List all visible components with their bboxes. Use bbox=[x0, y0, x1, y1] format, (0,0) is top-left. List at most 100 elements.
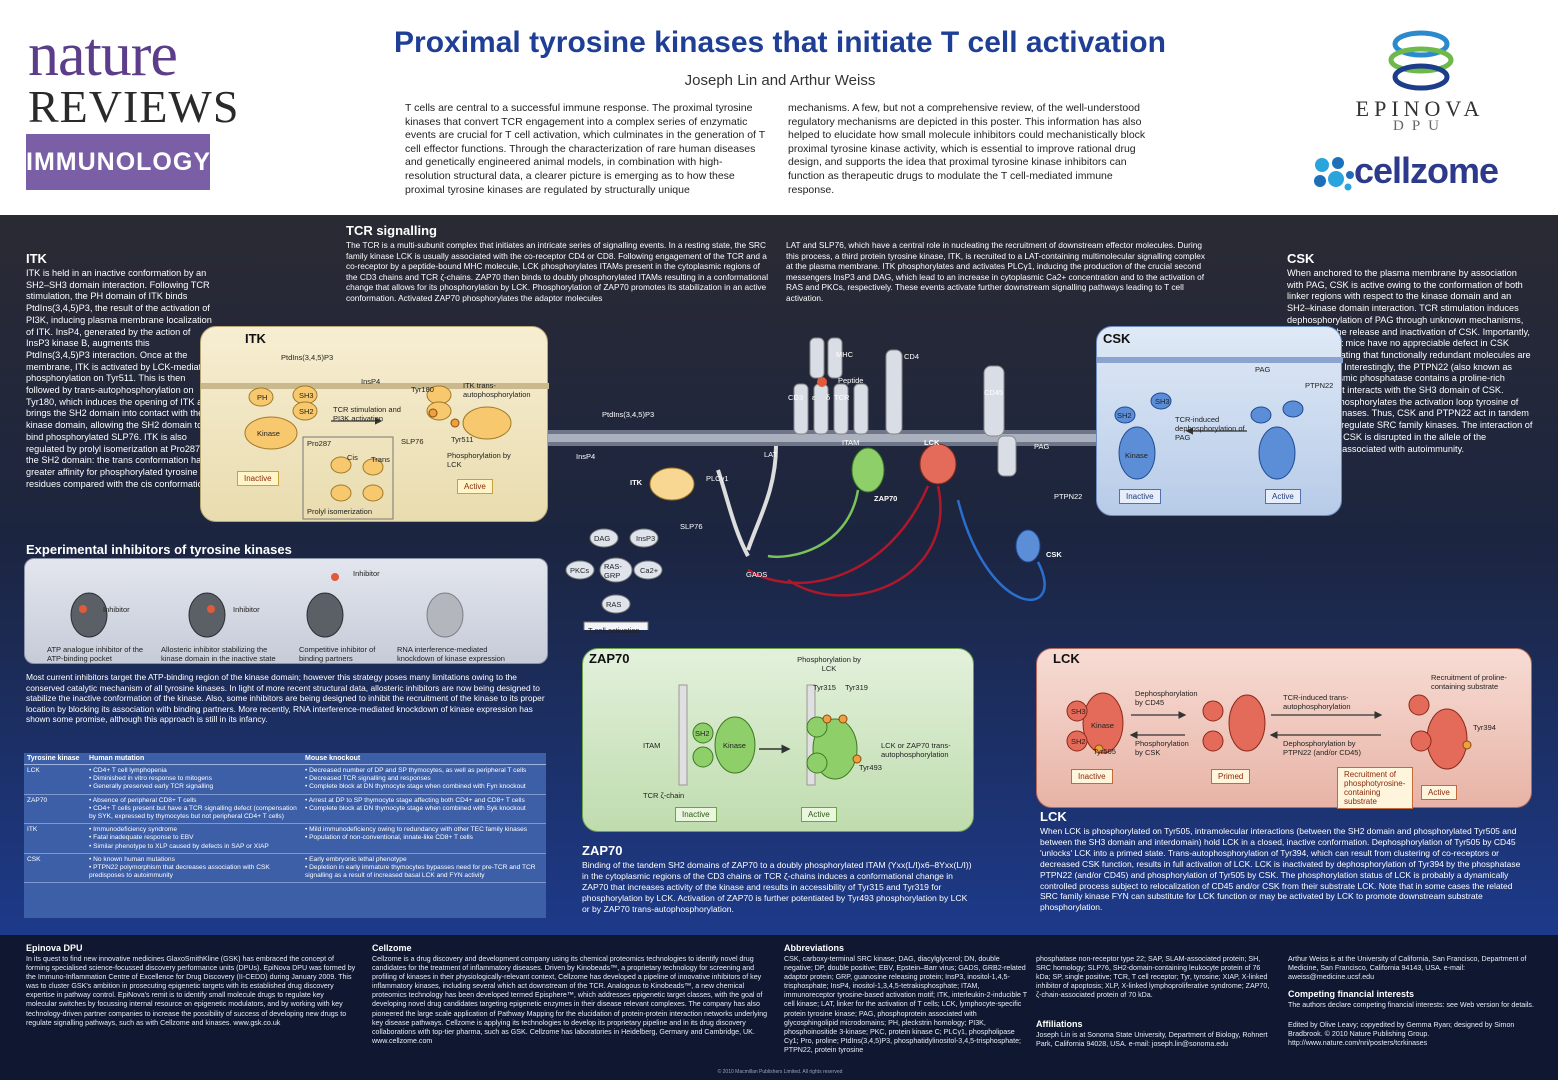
tcr-label-insp3: InsP3 bbox=[636, 534, 656, 543]
itk-panel: ITK PtdIns(3,4,5)P3 InsP4 Tyr180 ITK tra… bbox=[200, 326, 549, 522]
zap70-label-sh2: SH2 bbox=[695, 729, 710, 738]
zap70-label-kinase: Kinase bbox=[723, 741, 746, 750]
lck-label-dephos-cd45: Dephosphorylation by CD45 bbox=[1135, 689, 1198, 707]
lck-label-sh2: SH2 bbox=[1071, 737, 1086, 746]
csk-text: When anchored to the plasma membrane by … bbox=[1287, 268, 1533, 454]
lck-label-kinase: Kinase bbox=[1091, 721, 1114, 730]
lck-heading: LCK bbox=[1040, 809, 1067, 824]
tcr-label-epsilon: ε bbox=[812, 393, 816, 402]
table-row: ITK Immunodeficiency syndromeFatal inade… bbox=[24, 823, 546, 854]
itk-label-sh3: SH3 bbox=[299, 391, 314, 400]
zap70-label-tyr319: Tyr319 bbox=[845, 683, 868, 692]
poster-title: Proximal tyrosine kinases that initiate … bbox=[394, 26, 1166, 59]
tcr-heading: TCR signalling bbox=[346, 223, 437, 238]
journal-logo-nature: nature bbox=[28, 21, 178, 89]
tcr-label-pag: PAG bbox=[1034, 442, 1050, 451]
zap70-panel: ZAP70 Phosphorylation by LCK Tyr315 Tyr3… bbox=[582, 648, 974, 832]
tcr-label-delta: δ bbox=[826, 393, 831, 402]
zap70-label-trans-auto: LCK or ZAP70 trans-autophosphorylation bbox=[881, 741, 951, 759]
mutation-table: Tyrosine kinase Human mutation Mouse kno… bbox=[24, 753, 546, 918]
csk-label-kinase: Kinase bbox=[1125, 451, 1148, 460]
csk-panel: CSK PAG PTPN22 SH3 SH2 Kinase TCR-induce… bbox=[1096, 326, 1343, 516]
itk-label-trans: Trans bbox=[371, 455, 390, 464]
tcr-label-csk: CSK bbox=[1046, 550, 1062, 559]
zap70-label-tcr-zeta: TCR ζ-chain bbox=[643, 791, 685, 800]
tcr-label-ca: Ca2+ bbox=[640, 566, 659, 575]
itk-label-ptdins: PtdIns(3,4,5)P3 bbox=[281, 353, 334, 362]
itk-active-badge: Active bbox=[457, 479, 493, 494]
cellzome-logo-icon bbox=[1314, 157, 1354, 191]
inhibitors-panel: Inhibitor Inhibitor Inhibitor ATP analog… bbox=[24, 558, 548, 664]
list-item: Generally preserved early TCR signalling bbox=[89, 783, 299, 791]
list-item: Immunodeficiency syndrome bbox=[89, 826, 299, 834]
table-cell-kinase: ZAP70 bbox=[24, 794, 86, 825]
table-cell-mouse: Early embryonic lethal phenotypeDepletio… bbox=[302, 853, 546, 884]
itk-label-prolyl: Prolyl isomerization bbox=[307, 507, 373, 516]
footer-edited-text: Edited by Olive Leavy; copyedited by Gem… bbox=[1288, 1021, 1515, 1048]
footer-copyright: © 2010 Macmillan Publishers Limited. All… bbox=[717, 1069, 843, 1075]
lck-text: When LCK is phosphorylated on Tyr505, in… bbox=[1040, 826, 1521, 913]
table-cell-mouse: Arrest at DP to SP thymocyte stage affec… bbox=[302, 794, 546, 825]
zap70-diagram bbox=[678, 684, 862, 786]
zap70-label-phos-lck: Phosphorylation by LCK bbox=[797, 655, 861, 673]
csk-panel-title: CSK bbox=[1103, 331, 1131, 346]
tcr-label-cd3: CD3 bbox=[788, 393, 804, 402]
table-cell-human: Immunodeficiency syndromeFatal inadequat… bbox=[86, 823, 302, 854]
inhibitors-text: Most current inhibitors target the ATP-b… bbox=[26, 672, 545, 725]
poster-authors: Joseph Lin and Arthur Weiss bbox=[684, 72, 876, 89]
tcr-label-cd45: CD45 bbox=[984, 388, 1004, 397]
poster-footer: Epinova DPU In its quest to find new inn… bbox=[0, 935, 1558, 1080]
tcr-label-ptdins: PtdIns(3,4,5)P3 bbox=[602, 410, 655, 419]
epinova-dpu: DPU bbox=[1392, 118, 1447, 134]
csk-active-badge: Active bbox=[1265, 489, 1301, 504]
itk-label-trans-auto: ITK trans-autophosphorylation bbox=[463, 381, 531, 399]
list-item: PTPN22 polymorphism that decreases assoc… bbox=[89, 864, 299, 880]
csk-label-pag: PAG bbox=[1255, 365, 1271, 374]
zap70-text: Binding of the tandem SH2 domains of ZAP… bbox=[582, 860, 972, 914]
tcr-signalling-diagram bbox=[548, 337, 1096, 630]
itk-label-ph: PH bbox=[257, 393, 268, 402]
zap70-heading: ZAP70 bbox=[582, 843, 623, 858]
itk-label-sh2: SH2 bbox=[299, 407, 314, 416]
tcr-label-tcr: TCR bbox=[834, 393, 850, 402]
inhibitor-caption-2: Allosteric inhibitor stabilizing the kin… bbox=[161, 645, 276, 663]
inhibitor-caption-3: Competitive inhibitor of binding partner… bbox=[299, 645, 376, 663]
lck-label-trans-auto: TCR-induced trans-autophosphorylation bbox=[1283, 693, 1351, 711]
footer-affil-heading: Affiliations bbox=[1036, 1019, 1083, 1029]
footer-cellzome-heading: Cellzome bbox=[372, 943, 412, 953]
list-item: Absence of peripheral CD8+ T cells bbox=[89, 797, 299, 805]
footer-affil-text: Joseph Lin is at Sonoma State University… bbox=[1036, 1031, 1268, 1049]
footer-abbrev-text-2: phosphatase non-receptor type 22; SAP, S… bbox=[1036, 955, 1270, 1000]
itk-label-tyr180: Tyr180 bbox=[411, 385, 434, 394]
lck-label-dephos-ptpn22: Dephosphorylation by PTPN22 (and/or CD45… bbox=[1283, 739, 1361, 757]
lck-label-phos-csk: Phosphorylation by CSK bbox=[1135, 739, 1189, 757]
intro-text-right: mechanisms. A few, but not a comprehensi… bbox=[788, 102, 1146, 196]
footer-abbrev-text: CSK, carboxy-terminal SRC kinase; DAG, d… bbox=[784, 955, 1028, 1054]
table-cell-human: No known human mutationsPTPN22 polymorph… bbox=[86, 853, 302, 884]
list-item: Decreased number of DP and SP thymocytes… bbox=[305, 767, 543, 775]
csk-label-tcr-dephos: TCR-induced dephosphorylation of PAG bbox=[1175, 415, 1245, 442]
inhibitor-caption-4: RNA interference-mediated knockdown of k… bbox=[397, 645, 505, 663]
footer-competing-text: The authors declare competing financial … bbox=[1288, 1001, 1534, 1009]
tcr-text-right: LAT and SLP76, which have a central role… bbox=[786, 240, 1206, 303]
tcr-label-gads: GADS bbox=[746, 570, 768, 579]
inhibitor-caption-1: ATP analogue inhibitor of the ATP-bindin… bbox=[47, 645, 144, 663]
tcr-label-cd4: CD4 bbox=[904, 352, 920, 361]
csk-heading: CSK bbox=[1287, 251, 1315, 266]
lck-label-ptyr-sub: Recruitment of phosphotyrosine-containin… bbox=[1337, 767, 1413, 809]
itk-label-slp76: SLP76 bbox=[401, 437, 424, 446]
list-item: CD4+ T cells present but have a TCR sign… bbox=[89, 805, 299, 821]
footer-abbrev-heading: Abbreviations bbox=[784, 943, 845, 953]
inhibitors-diagram bbox=[70, 573, 464, 638]
itk-label-phos-lck: Phosphorylation by LCK bbox=[447, 451, 511, 469]
itk-heading: ITK bbox=[26, 251, 47, 266]
tcr-text-left: The TCR is a multi-subunit complex that … bbox=[346, 240, 769, 303]
lck-label-tyr394: Tyr394 bbox=[1473, 723, 1496, 732]
list-item: CD4+ T cell lymphopenia bbox=[89, 767, 299, 775]
tcr-label-itam: ITAM bbox=[842, 438, 860, 447]
zap70-label-tyr493: Tyr493 bbox=[859, 763, 882, 772]
tcr-label-ptpn22: PTPN22 bbox=[1054, 492, 1083, 501]
csk-label-ptpn22: PTPN22 bbox=[1305, 381, 1334, 390]
tcr-label-tcell-activation: T cell activation bbox=[588, 626, 640, 635]
lck-active-badge: Active bbox=[1421, 785, 1457, 800]
